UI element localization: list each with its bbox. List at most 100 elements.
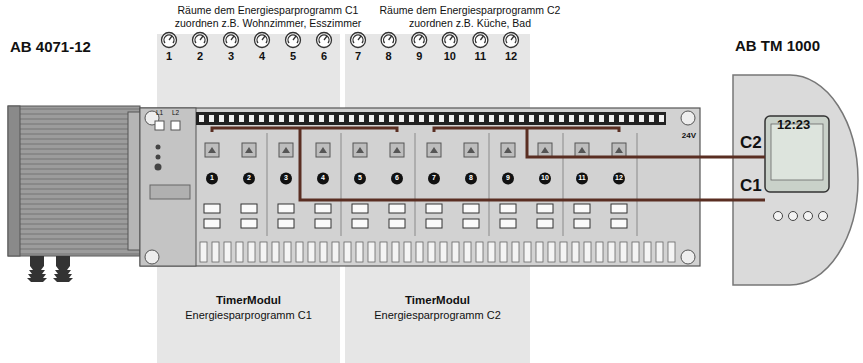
bottom-clamp: [560, 242, 567, 262]
bottom-clamp: [452, 242, 459, 262]
label-slot: 4: [253, 50, 271, 63]
thermostat-icon: [193, 33, 208, 48]
thermostat-icon: [224, 33, 239, 48]
channel-label: C1: [740, 177, 762, 195]
thermostat-icon: [317, 33, 332, 48]
thermostat-icon: [286, 33, 301, 48]
terminal-tooth: [639, 115, 644, 122]
label-slot: 6: [315, 50, 333, 63]
bottom-clamp: [416, 242, 423, 262]
terminal-tooth: [229, 115, 234, 122]
terminal-tooth: [649, 115, 654, 122]
bottom-clamp: [212, 242, 219, 262]
bottom-clamp: [488, 242, 495, 262]
terminal-tooth: [579, 115, 584, 122]
terminal-tooth: [309, 115, 314, 122]
bottom-clamp: [308, 242, 315, 262]
bottom-clamp: [548, 242, 555, 262]
node-heading: TimerModul: [345, 294, 530, 308]
label-slot: 9: [501, 174, 515, 181]
program-band: TimerModulEnergiesparprogramm C2: [345, 268, 530, 363]
timer-wire: [700, 156, 733, 159]
terminal-tooth: [559, 115, 564, 122]
room-number: 9: [410, 50, 428, 63]
bottom-clamp: [476, 242, 483, 262]
edge-label-slot: C1: [740, 177, 762, 195]
channel-number: 8: [464, 174, 478, 181]
terminal-strip: [140, 108, 700, 266]
bottom-clamp: [368, 242, 375, 262]
terminal-tooth: [379, 115, 384, 122]
label-slot: L2: [169, 110, 183, 117]
bottom-clamp: [500, 242, 507, 262]
terminal-tooth: [589, 115, 594, 122]
terminal-tooth: [429, 115, 434, 122]
terminal-tooth: [489, 115, 494, 122]
room-note: Räume dem Energiesparprogramm C1 zuordne…: [168, 4, 368, 29]
terminal-tooth: [239, 115, 244, 122]
label-slot: 4: [316, 174, 330, 181]
room-number: 1: [160, 50, 178, 63]
label-slot: 11: [575, 174, 589, 181]
label-slot: Räume dem Energiesparprogramm C2 zuordne…: [370, 4, 570, 29]
terminal-tooth: [349, 115, 354, 122]
label-slot: L1: [153, 110, 167, 117]
terminal-tooth: [549, 115, 554, 122]
bottom-clamp: [332, 242, 339, 262]
node-text: 12:23: [777, 117, 860, 133]
channel-module: [500, 143, 516, 228]
label-slot: 10: [538, 174, 552, 181]
terminal-tooth: [449, 115, 454, 122]
bottom-clamp: [248, 242, 255, 262]
label-slot: 12: [612, 174, 626, 181]
terminal-tooth: [409, 115, 414, 122]
terminal-tooth: [329, 115, 334, 122]
terminal-tooth: [199, 115, 204, 122]
thermostat-icon: [381, 33, 396, 48]
channel-module: [537, 133, 563, 236]
bottom-clamp: [644, 242, 651, 262]
room-number: 12: [502, 50, 520, 63]
label-slot: 12: [502, 50, 520, 63]
room-number: 7: [349, 50, 367, 63]
bottom-clamp: [656, 242, 663, 262]
timer-module: [733, 75, 858, 285]
terminal-tooth: [369, 115, 374, 122]
bottom-clamp: [260, 242, 267, 262]
channel-number: 10: [538, 174, 552, 181]
channel-number: 7: [427, 174, 441, 181]
label-slot: 8: [380, 50, 398, 63]
room-number: 11: [471, 50, 489, 63]
channel-number: 6: [390, 174, 404, 181]
label-slot: 1: [205, 174, 219, 181]
room-note: Räume dem Energiesparprogramm C2 zuordne…: [370, 4, 570, 29]
thermostat-icon: [255, 33, 270, 48]
channel-number: 3: [279, 174, 293, 181]
channel-number: 5: [353, 174, 367, 181]
terminal-tooth: [399, 115, 404, 122]
label-slot: 9: [410, 50, 428, 63]
room-number: 8: [380, 50, 398, 63]
label-slot: 3: [222, 50, 240, 63]
channel-module: [426, 143, 442, 228]
room-number: 5: [284, 50, 302, 63]
thermostat-icon: [412, 33, 427, 48]
power-supply: [8, 106, 142, 282]
thermostat-icon: [504, 33, 519, 48]
channel-number: 2: [242, 174, 256, 181]
label-slot: 10: [441, 50, 459, 63]
thermostat-icon: [351, 33, 366, 48]
terminal-tooth: [519, 115, 524, 122]
channel-module: [463, 133, 489, 236]
terminal-tooth: [479, 115, 484, 122]
thermostat-icons: [162, 33, 519, 48]
room-number: 10: [441, 50, 459, 63]
bottom-clamp: [356, 242, 363, 262]
timer-wire: [700, 199, 733, 202]
channel-number: 4: [316, 174, 330, 181]
channel-number: 12: [612, 174, 626, 181]
channel-module: [352, 143, 368, 228]
terminal-tooth: [219, 115, 224, 122]
label-slot: 5: [353, 174, 367, 181]
